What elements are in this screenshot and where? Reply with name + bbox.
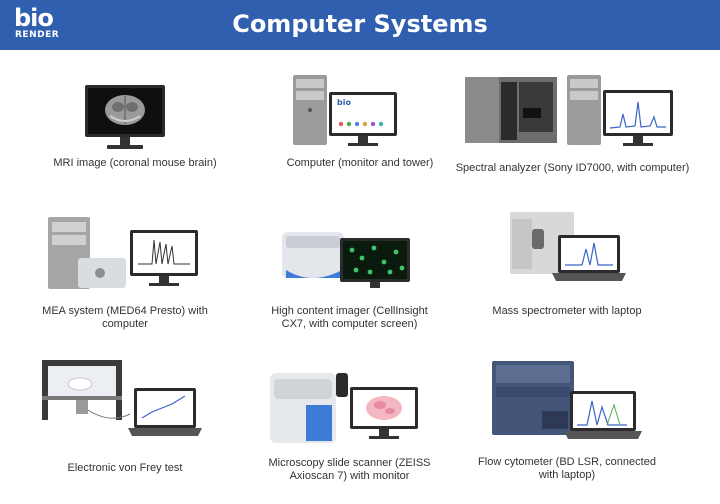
item-caption: Flow cytometer (BD LSR, connected with l… [478, 456, 656, 481]
item-flow-cytometer: Flow cytometer (BD LSR, connected with l… [472, 355, 662, 482]
item-mass-spectrometer: Mass spectrometer with laptop [482, 207, 652, 332]
spectral-analyzer-illustration [465, 75, 673, 146]
item-caption: High content imager (CellInsight CX7, wi… [271, 305, 428, 330]
svg-text:bio: bio [337, 98, 351, 107]
item-computer: bio Computer (monitor and tower) [275, 72, 445, 190]
item-slide-scanner: Microscopy slide scanner (ZEISS Axioscan… [262, 365, 437, 482]
item-caption: Electronic von Frey test [67, 462, 183, 474]
page-title: Computer Systems [232, 10, 488, 38]
logo-text-render: RENDER [15, 30, 60, 40]
logo-text-bio: bio [14, 4, 54, 32]
item-caption: MEA system (MED64 Presto) with computer [42, 305, 208, 330]
high-content-imager-illustration [282, 232, 410, 288]
von-frey-test-illustration [42, 360, 202, 436]
item-caption: Microscopy slide scanner (ZEISS Axioscan… [268, 457, 431, 482]
computer-illustration: bio [293, 75, 397, 146]
item-spectral-analyzer: Spectral analyzer (Sony ID7000, with com… [445, 72, 700, 190]
item-caption: Computer (monitor and tower) [286, 157, 434, 169]
mri-monitor-illustration [85, 85, 165, 149]
biorender-logo: bio RENDER [14, 4, 59, 44]
mea-system-illustration [48, 217, 198, 289]
item-caption: MRI image (coronal mouse brain) [53, 157, 217, 169]
item-high-content-imager: High content imager (CellInsight CX7, wi… [262, 222, 437, 332]
slide-scanner-illustration [270, 373, 418, 443]
item-caption: Spectral analyzer (Sony ID7000, with com… [455, 162, 690, 174]
title-bar: bio RENDER Computer Systems [0, 0, 720, 50]
mass-spectrometer-illustration [510, 212, 626, 281]
item-von-frey-test: Electronic von Frey test [30, 352, 220, 482]
item-caption: Mass spectrometer with laptop [492, 305, 642, 317]
flow-cytometer-illustration [492, 361, 642, 439]
item-mri: MRI image (coronal mouse brain) [50, 80, 220, 190]
item-mea-system: MEA system (MED64 Presto) with computer [40, 212, 210, 332]
